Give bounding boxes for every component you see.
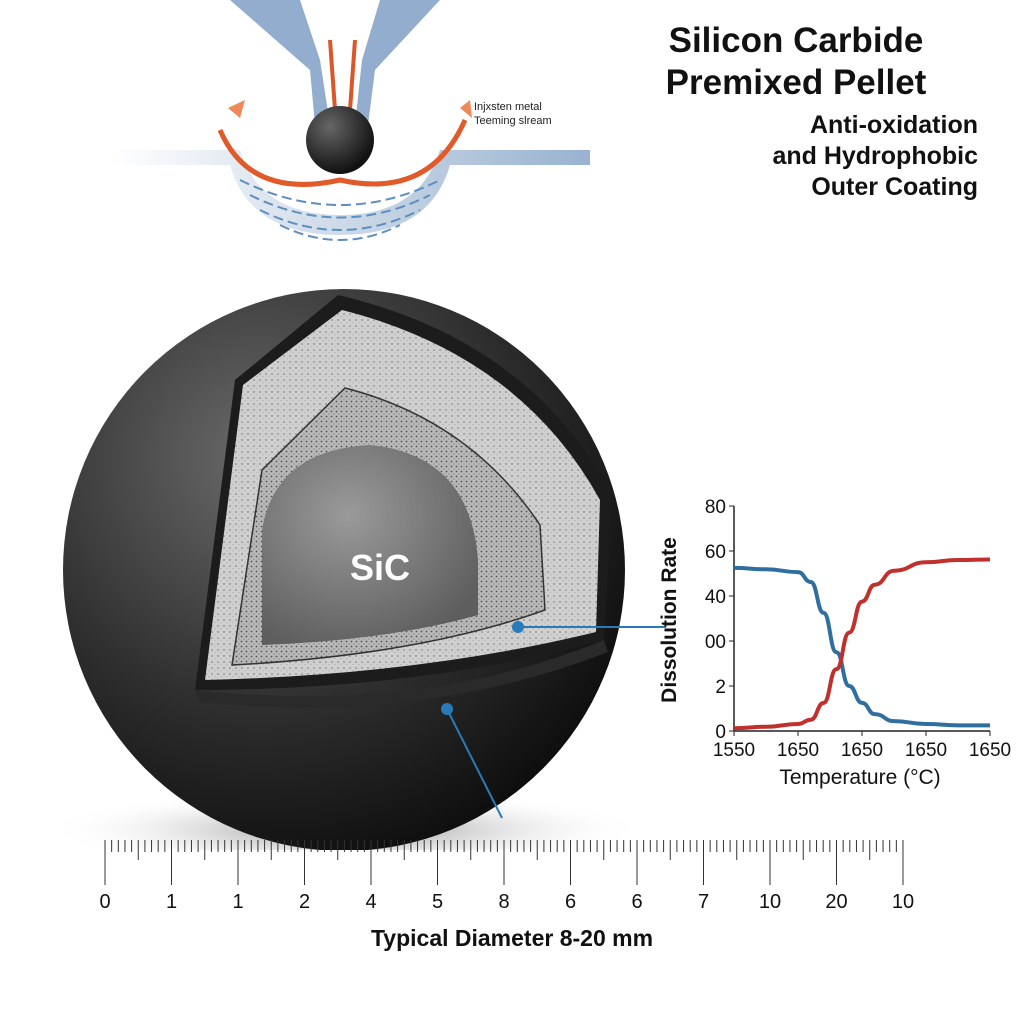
stream-label-line2: Teeming slream [474,115,552,127]
stream-label-line1: Injxsten metal [474,101,542,113]
ruler-label: 4 [365,891,376,913]
subtitle-line2: and Hydrophobic [772,142,978,170]
ruler-label: 8 [498,891,509,913]
leader-lines [441,621,666,819]
ruler-label: 5 [432,891,443,913]
ruler-label: 7 [698,891,709,913]
ruler-label: 2 [299,891,310,913]
coating-label: Anti-oxidation and Hydrophobic Outer Coa… [772,110,978,203]
pellet-cutaway: SiC [45,289,666,850]
y-tick-label: 00 [705,632,726,653]
ruler: 0 1 1 2 4 5 8 6 6 7 10 20 10 [99,840,914,913]
nozzle [230,0,440,125]
y-tick-label: 60 [705,542,726,563]
x-tick-label: 1650 [841,740,883,761]
ruler-label: 1 [232,891,243,913]
dissolution-chart: 0 2 00 40 60 80 1550 1650 1650 1650 1650 Temperatu… [660,497,1011,789]
sic-core [262,445,478,645]
page-title: Silicon Carbide Premixed Pellet [626,20,966,104]
ruler-label: 10 [892,891,914,913]
pellet-in-stream [306,106,374,174]
x-tick-label: 1650 [905,740,947,761]
x-tick-label: 1650 [777,740,819,761]
x-tick-label: 1650 [969,740,1011,761]
x-tick-label: 1550 [713,740,755,761]
cut-rim [195,640,608,708]
y-tick-label: 40 [705,587,726,608]
ruler-label: 10 [759,891,781,913]
ruler-label: 20 [825,891,847,913]
subtitle-line3: Outer Coating [811,173,978,201]
ruler-label: 0 [99,891,110,913]
y-tick-label: 0 [715,722,726,743]
series-line-red [733,557,991,731]
subtitle-line1: Anti-oxidation [809,111,978,139]
title-line2: Premixed Pellet [665,63,927,102]
teeming-stream-illustration [110,0,590,241]
series-line-blue [733,565,990,728]
stream-label: Injxsten metal Teeming slream [474,100,552,128]
y-tick-label: 2 [715,677,726,698]
ruler-label: 1 [166,891,177,913]
ruler-label: 6 [565,891,576,913]
melt-pool [110,100,590,241]
core-label: SiC [350,547,410,588]
diameter-caption: Typical Diameter 8-20 mm [370,925,654,951]
y-axis-label: Dissolution Rate [660,537,681,703]
y-tick-label: 80 [705,497,726,518]
title-line1: Silicon Carbide [668,21,924,60]
x-axis-label: Temperature (°C) [779,766,940,789]
ruler-label: 6 [631,891,642,913]
